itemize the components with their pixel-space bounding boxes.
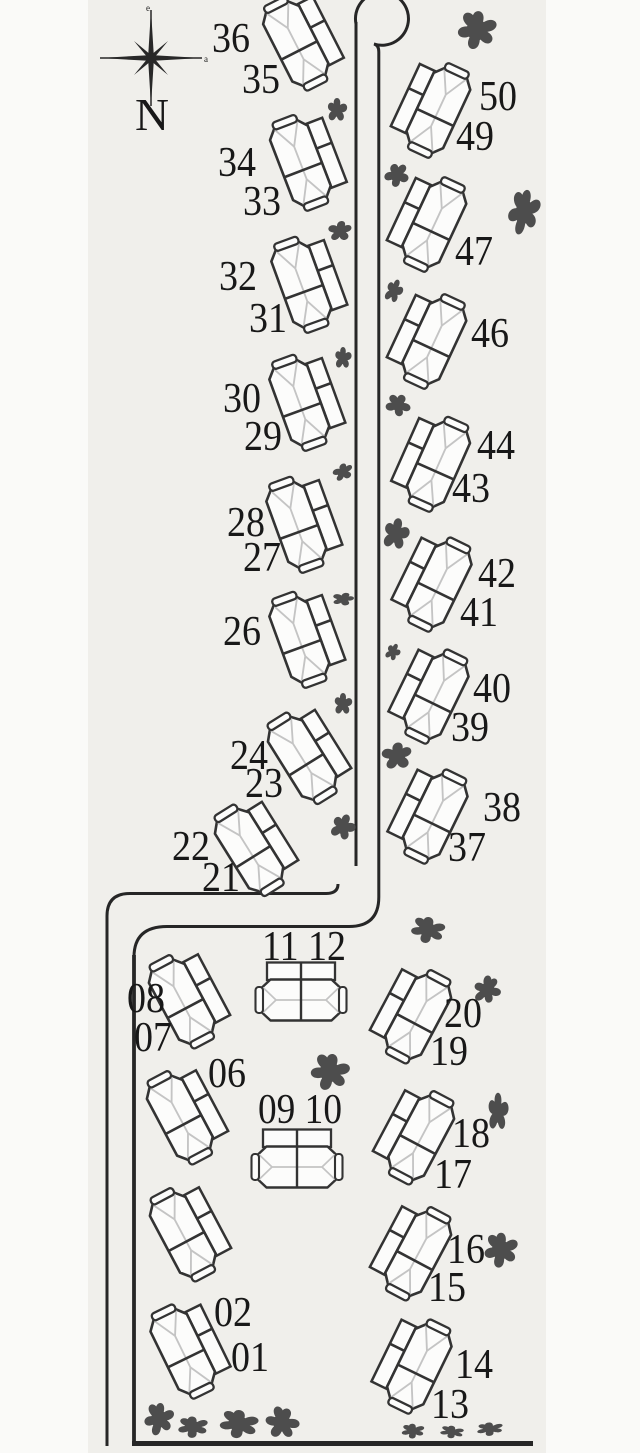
svg-text:41: 41 xyxy=(460,590,498,636)
svg-text:06: 06 xyxy=(208,1051,246,1097)
svg-text:50: 50 xyxy=(479,74,517,120)
svg-text:07: 07 xyxy=(134,1015,172,1061)
svg-text:28: 28 xyxy=(227,500,265,546)
svg-text:38: 38 xyxy=(483,785,521,831)
svg-text:47: 47 xyxy=(455,229,493,275)
svg-text:43: 43 xyxy=(452,466,490,512)
svg-text:35: 35 xyxy=(242,57,280,103)
svg-text:09 10: 09 10 xyxy=(258,1087,342,1133)
svg-text:26: 26 xyxy=(223,609,261,655)
svg-text:19: 19 xyxy=(430,1029,468,1075)
svg-text:20: 20 xyxy=(444,991,482,1037)
svg-text:29: 29 xyxy=(244,414,282,460)
svg-text:22: 22 xyxy=(172,824,210,870)
svg-text:42: 42 xyxy=(478,551,516,597)
svg-text:21: 21 xyxy=(202,855,240,901)
svg-text:23: 23 xyxy=(245,761,283,807)
svg-text:34: 34 xyxy=(218,140,256,186)
svg-text:11 12: 11 12 xyxy=(262,924,346,970)
svg-text:01: 01 xyxy=(231,1335,269,1381)
svg-text:a: a xyxy=(204,54,208,64)
svg-text:27: 27 xyxy=(243,535,281,581)
svg-text:44: 44 xyxy=(477,423,515,469)
svg-text:16: 16 xyxy=(447,1227,485,1273)
svg-text:e: e xyxy=(146,3,150,13)
svg-text:15: 15 xyxy=(428,1265,466,1311)
svg-text:18: 18 xyxy=(452,1111,490,1157)
svg-text:40: 40 xyxy=(473,666,511,712)
svg-text:N: N xyxy=(135,89,169,140)
svg-text:24: 24 xyxy=(230,733,268,779)
svg-text:37: 37 xyxy=(448,825,486,871)
svg-text:08: 08 xyxy=(127,976,165,1022)
svg-text:30: 30 xyxy=(223,376,261,422)
svg-text:14: 14 xyxy=(455,1342,493,1388)
svg-text:49: 49 xyxy=(456,114,494,160)
svg-text:31: 31 xyxy=(249,296,287,342)
svg-text:39: 39 xyxy=(451,705,489,751)
svg-text:46: 46 xyxy=(471,311,509,357)
svg-text:36: 36 xyxy=(212,16,250,62)
svg-text:17: 17 xyxy=(434,1152,472,1198)
svg-text:13: 13 xyxy=(431,1382,469,1428)
svg-text:33: 33 xyxy=(243,179,281,225)
svg-text:02: 02 xyxy=(214,1290,252,1336)
svg-text:32: 32 xyxy=(219,254,257,300)
